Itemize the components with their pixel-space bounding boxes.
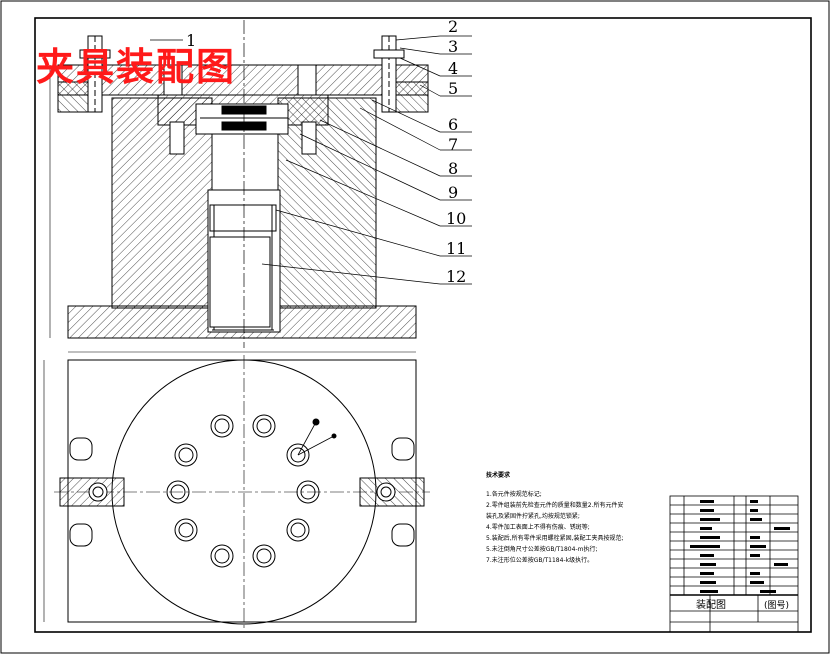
callout-5: 5 <box>448 79 458 98</box>
callout-8: 8 <box>448 159 458 178</box>
callout-1: 1 <box>186 31 196 50</box>
callout-numbers: 1 2 3 4 5 6 7 8 9 10 11 12 <box>186 17 466 286</box>
technical-note-7: 7.未注形位公差按GB/T1184-k级执行。 <box>486 557 594 564</box>
callout-4: 4 <box>448 59 458 78</box>
drawing-code: (图号) <box>764 600 789 611</box>
technical-note-5: 5.装配后,所有零件采用螺栓紧固,装配工夹具按规范; <box>486 535 624 542</box>
technical-notes-heading: 技术要求 <box>486 472 511 479</box>
drawing-title-stamp: 夹具装配图 <box>36 44 237 89</box>
title-block <box>669 495 799 633</box>
plan-view <box>43 355 430 628</box>
callout-underlines <box>440 35 472 285</box>
parts-list-fill <box>690 500 790 593</box>
drawing-name: 装配图 <box>696 598 726 611</box>
technical-note-2: 2.零件组装前先检查元件的质量和数量2.所有元件安 <box>486 502 624 509</box>
callout-3: 3 <box>448 37 458 56</box>
callout-11: 11 <box>446 239 466 258</box>
section-view <box>49 20 429 353</box>
callout-9: 9 <box>448 183 458 202</box>
technical-note-3: 装孔及紧固件拧紧孔,均按规范锁紧; <box>486 513 580 520</box>
callout-2: 2 <box>448 17 458 36</box>
technical-notes: 技术要求 1.各元件按规范标记; 2.零件组装前先检查元件的质量和数量2.所有元… <box>486 470 666 566</box>
technical-note-4: 4.零件加工表面上不得有伤痕、锈斑等; <box>486 524 590 531</box>
bolt-hole-ring <box>166 414 320 568</box>
leader-lines <box>150 35 472 285</box>
callout-12: 12 <box>446 267 466 286</box>
technical-note-1: 1.各元件按规范标记; <box>486 491 542 498</box>
callout-10: 10 <box>446 209 466 228</box>
callout-6: 6 <box>448 115 458 134</box>
callout-7: 7 <box>448 135 458 154</box>
technical-note-6: 5.未注倒角尺寸公差按GB/T1804-m执行; <box>486 546 598 553</box>
inner-frame <box>34 17 812 633</box>
